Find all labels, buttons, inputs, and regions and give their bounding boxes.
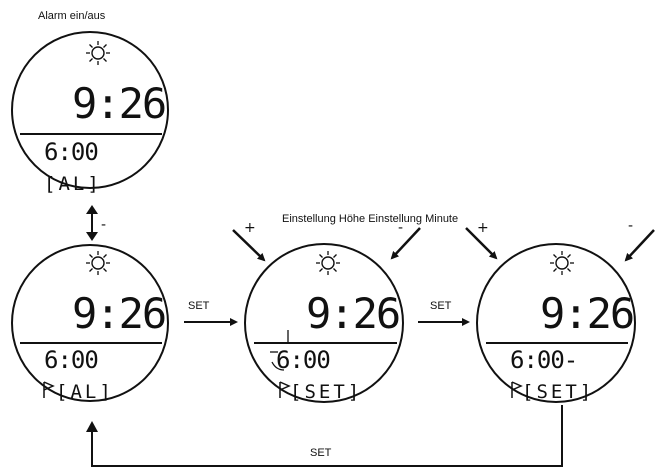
set-label-2: SET <box>430 300 452 312</box>
plus-arrow-left <box>232 229 266 262</box>
main-time-display: 9:26 <box>72 79 165 128</box>
sun-icon <box>86 251 110 275</box>
set-label-1: SET <box>188 300 210 312</box>
watch-face-alarm-toggle: 9:26 6:00 [AL] <box>11 31 169 195</box>
main-time-display: 9:26 <box>540 289 633 338</box>
sun-icon <box>550 251 574 275</box>
alarm-time-display: 6:00 <box>276 346 330 374</box>
watch-face-alarm-mode: 9:26 6:00 [AL] <box>11 244 169 403</box>
alarm-toggle-label: Alarm ein/aus <box>38 10 106 22</box>
set-return-arrowhead <box>86 421 98 432</box>
sun-icon <box>316 251 340 275</box>
mode-indicator: [SET] <box>290 381 362 403</box>
minus-symbol-far: - <box>628 218 634 234</box>
watch-face-set-minute: 9:26 6:00- [SET] <box>476 243 636 403</box>
main-time-display: 9:26 <box>306 289 399 338</box>
main-time-display: 9:26 <box>72 289 165 338</box>
minus-symbol-mid: - <box>398 220 404 236</box>
watch-face-set-hour: 9:26 6:00 [SET] <box>244 243 404 403</box>
set-return-loop <box>91 405 563 467</box>
sun-icon <box>86 41 110 65</box>
blink-indicator <box>270 330 289 371</box>
plus-arrow-right <box>465 227 498 260</box>
plus-symbol-right: + <box>477 220 489 236</box>
alarm-time-display: 6:00- <box>510 346 577 374</box>
alarm-time-display: 6:00 <box>44 346 98 374</box>
mode-indicator: [AL] <box>44 173 102 195</box>
plus-symbol-left: + <box>244 220 256 236</box>
adjust-title-label: Einstellung Höhe Einstellung Minute <box>282 213 459 225</box>
minus-arrow-mid <box>390 227 421 260</box>
mode-indicator: [SET] <box>522 381 594 403</box>
minus-arrow-far <box>624 229 655 262</box>
flag-icon <box>511 381 523 398</box>
set-loop-label: SET <box>310 447 332 459</box>
mode-indicator: [AL] <box>56 381 114 403</box>
flag-icon <box>43 381 55 398</box>
alarm-time-display: 6:00 <box>44 138 98 166</box>
toggle-arrow <box>86 205 98 241</box>
flag-icon <box>279 381 291 398</box>
minus-symbol-alarm: - <box>101 217 107 233</box>
